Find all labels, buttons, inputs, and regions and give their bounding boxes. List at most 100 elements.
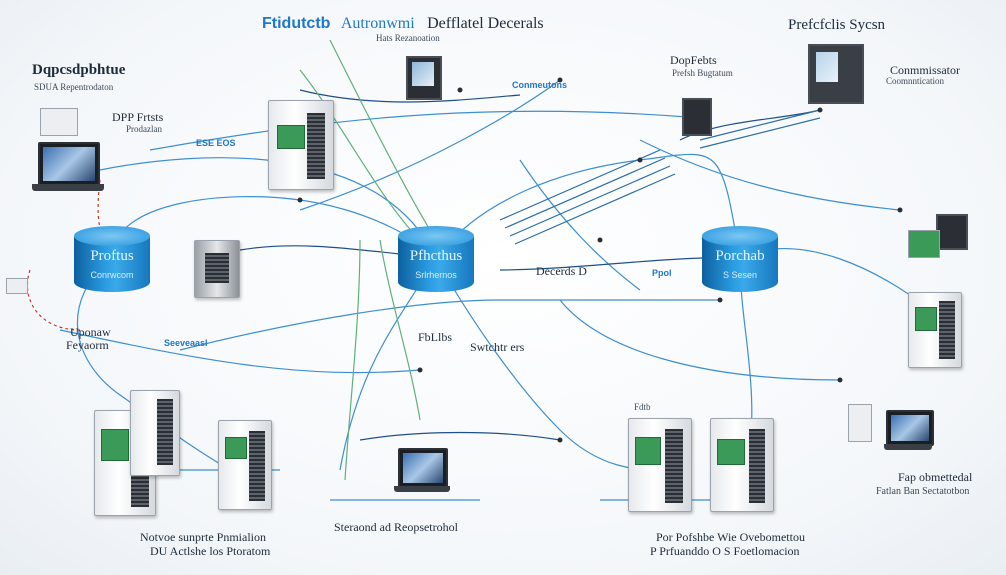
workstation-screen-icon — [816, 52, 838, 82]
io-cabinet-mid[interactable] — [218, 420, 272, 510]
switch-module[interactable] — [194, 240, 240, 298]
label-dpcsd-sub: SDUA Repentrodaton — [34, 82, 114, 92]
wire — [559, 299, 841, 381]
wire — [509, 165, 671, 237]
hmi-panel[interactable] — [406, 56, 442, 100]
label-dpcsdpbhtue: Dqpcsdpbhtue — [32, 62, 126, 78]
label-decerds: Decerds D — [536, 264, 587, 278]
wire — [299, 89, 521, 103]
wire — [499, 257, 703, 271]
label-conmmissator: Conmmissator — [890, 63, 961, 77]
io-cabinet-far-right[interactable] — [908, 292, 962, 368]
rack-icon — [939, 301, 955, 359]
cylinder-top — [398, 226, 474, 246]
remote-laptop[interactable] — [884, 410, 934, 454]
io-cabinet-back[interactable] — [130, 390, 180, 476]
wire — [329, 39, 431, 231]
title-main: Autronwmi — [340, 15, 415, 32]
cylinder-top — [702, 226, 778, 246]
circuit-board-icon — [277, 125, 305, 149]
rack-icon — [749, 429, 765, 503]
control-cabinet[interactable] — [268, 100, 334, 190]
rack-icon — [665, 429, 683, 503]
field-instrument-icon[interactable] — [848, 404, 872, 442]
label-uponaw: Uponaw — [70, 325, 111, 339]
circuit-board-icon — [915, 307, 937, 331]
bus-node-sub: S Sesen — [722, 270, 758, 280]
hmi-screen-icon — [412, 62, 434, 86]
io-cabinet-right[interactable] — [628, 418, 692, 512]
wire — [299, 69, 421, 241]
io-cabinet-right-2[interactable] — [710, 418, 774, 512]
label-right-bottom-sub: Fatlan Ban Sectatotbon — [876, 486, 970, 497]
laptop-screen-icon — [38, 142, 100, 186]
wire — [149, 110, 701, 151]
bus-node-name: Pfhcthus — [409, 248, 463, 264]
cylinder-top — [74, 226, 150, 246]
circuit-board-icon — [225, 437, 247, 459]
label-dopfebts-sub: Prefsh Bugtatum — [672, 68, 733, 78]
bus-node-name: Porchab — [715, 248, 765, 264]
field-sensor-icon[interactable] — [908, 230, 940, 258]
title-subtitle: Hats Rezanoation — [376, 33, 440, 43]
communication-module[interactable] — [936, 214, 968, 250]
label-conmeutons: Conmeutons — [512, 80, 567, 90]
bus-node-sub: Conrwcom — [90, 270, 134, 280]
display-icon — [205, 253, 229, 283]
connector-icon[interactable] — [6, 278, 28, 294]
wire — [499, 149, 661, 221]
label-dpp-sub: Prodazlan — [126, 124, 162, 134]
title-right: Defflatel Decerals — [427, 15, 544, 32]
wire — [344, 239, 361, 481]
wire — [179, 299, 720, 351]
rack-icon — [157, 399, 173, 465]
label-bottom-left-sub: DU Actlshe los Ptoratom — [150, 544, 271, 558]
laptop-base — [884, 444, 932, 450]
wire — [299, 79, 561, 211]
engineering-laptop[interactable] — [32, 142, 106, 194]
label-ppol: Ppol — [652, 268, 672, 278]
wire — [504, 157, 666, 229]
label-small-blue: Seeveaasl — [164, 338, 208, 348]
rack-icon — [307, 113, 325, 179]
gateway-device[interactable] — [40, 108, 78, 136]
label-bottom-left: Notvoe sunprte Pnmialion — [140, 530, 266, 544]
wire — [699, 109, 821, 141]
bus-node-left[interactable]: Proftus Conrwcom — [74, 226, 150, 300]
wire — [76, 257, 231, 471]
bus-node-name: Proftus — [90, 248, 134, 264]
wire — [514, 173, 676, 245]
circuit-board-icon — [635, 437, 661, 465]
label-fdtb: Fdtb — [634, 402, 651, 412]
wire — [59, 329, 421, 374]
bus-node-center[interactable]: Pfhcthus Srlrhernos — [398, 226, 474, 300]
circuit-board-icon — [101, 429, 129, 461]
wire — [111, 196, 437, 259]
wire — [699, 117, 821, 149]
label-dpp-frtsts: DPP Frtsts — [112, 110, 164, 124]
wire — [359, 431, 561, 441]
wire — [519, 159, 641, 291]
label-right-bottom: Fap obmettedal — [898, 470, 973, 484]
label-dopfebts: DopFebts — [670, 53, 717, 67]
laptop-screen-icon — [398, 448, 448, 488]
label-prefcfclis: Prefcfclis Sycsn — [788, 17, 886, 33]
title-row: Ftidutctb Autronwmi Defflatel Decerals — [262, 15, 544, 33]
wire — [26, 269, 81, 331]
label-feyaorm: Feyaorm — [66, 338, 109, 352]
label-conmmissator-sub: Coomnntication — [886, 76, 944, 86]
bus-node-right[interactable]: Porchab S Sesen — [702, 226, 778, 300]
label-bottom-right-sub: P Prfuanddo O S Foetlomacion — [650, 544, 800, 558]
rack-icon — [249, 431, 265, 501]
network-router[interactable] — [682, 98, 712, 136]
operator-laptop[interactable] — [394, 448, 452, 496]
wire — [435, 153, 741, 259]
label-bottom-right: Por Pofshbe Wie Ovebomettou — [656, 530, 805, 544]
scada-workstation[interactable] — [808, 44, 864, 104]
label-fbl: FbLlbs — [418, 330, 453, 344]
label-ese-blue: ESE EOS — [196, 138, 236, 148]
laptop-base — [32, 184, 104, 191]
bus-node-sub: Srlrhernos — [415, 270, 457, 280]
circuit-board-icon — [717, 439, 745, 465]
